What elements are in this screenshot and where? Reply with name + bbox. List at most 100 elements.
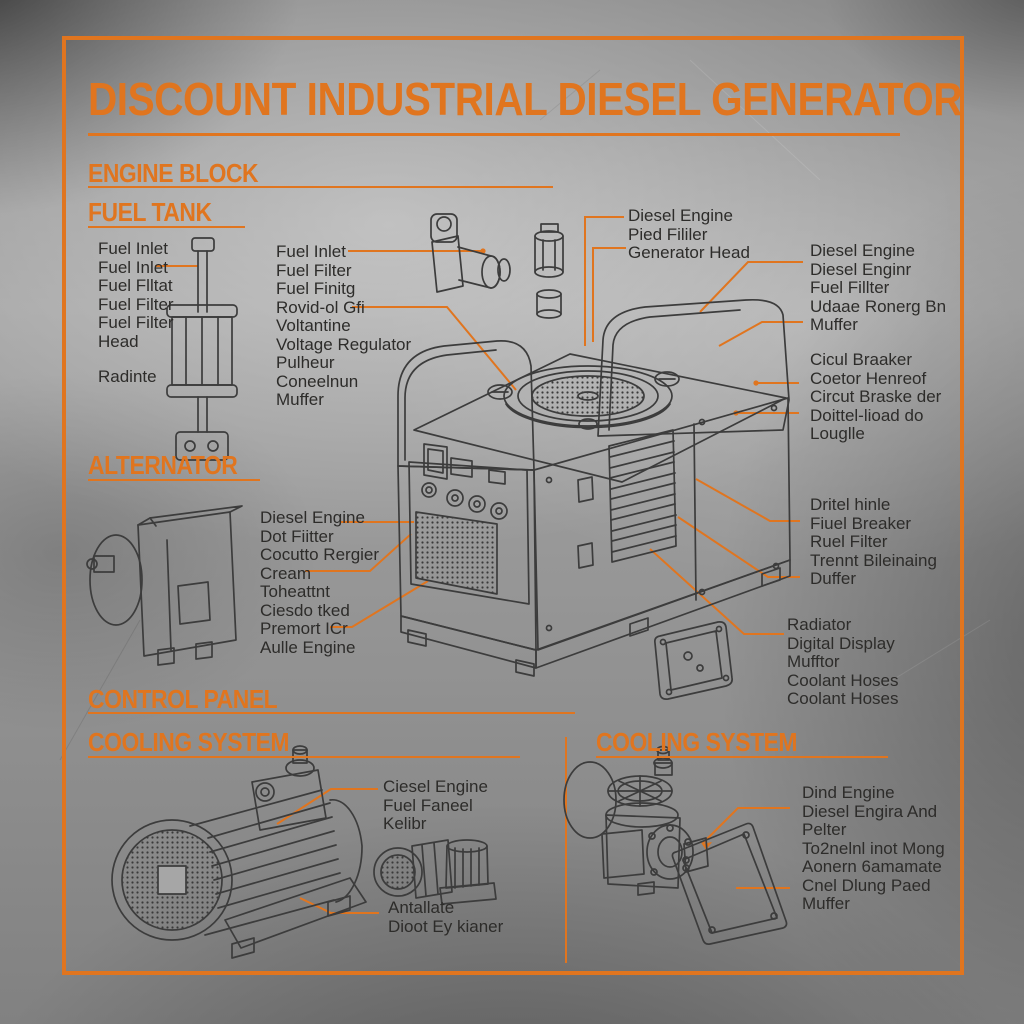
part-label: Fuel Finitg (276, 279, 356, 298)
part-label: Fiuel Breaker (810, 513, 912, 533)
part-label: Muffer (802, 894, 850, 913)
part-label: Fuel Fillter (810, 278, 890, 297)
label-group-right-bottom: Radiator Digital Display Mufftor Coolant… (787, 615, 899, 709)
label-group-right-upper: Diesel Engine Diesel Enginr Fuel Fillter… (810, 241, 947, 335)
label-group-fuel-tank-left: Fuel Inlet Fuel Inlet Fuel Flltat Fuel F… (98, 239, 174, 351)
part-label: Diesel Engira And (802, 801, 938, 821)
part-label: Dot Fiitter (260, 526, 334, 546)
part-label: Coolant Hoses (787, 670, 899, 690)
leader-line (718, 321, 803, 347)
label-group-alternator: Diesel Engine Dot Fiitter Cocutto Rergie… (260, 508, 380, 657)
part-label: Diesel Engine (810, 241, 915, 260)
poster-frame-border (62, 36, 964, 975)
part-label: Fuel Flltat (98, 276, 173, 295)
label-group-cooling-right: Dind Engine Diesel Engira And Pelter To2… (802, 783, 945, 914)
part-label: Diesel Engine (260, 508, 365, 527)
part-label: Dind Engine (802, 783, 895, 802)
poster-title: DISCOUNT INDUSTRIAL DIESEL GENERATOR (88, 72, 1024, 126)
leader-line (701, 807, 790, 845)
part-label: Dritel hinle (810, 495, 891, 514)
part-label: Antallate (388, 898, 455, 917)
label-group-cooling-left-bottom: Antallate Dioot Ey kianer (388, 898, 503, 936)
section-heading-cooling-system-right: COOLING SYSTEM (596, 727, 798, 757)
background-scratches (59, 59, 991, 761)
part-label: Fuel Filter (98, 313, 174, 332)
part-label: Aulle Engine (260, 637, 356, 657)
leader-line (649, 548, 784, 635)
section-heading-alternator: ALTERNATOR (88, 450, 238, 480)
fuel-pump-assembly-drawing (166, 237, 238, 461)
part-label: Generator Head (628, 243, 750, 262)
part-label: Cicul Braaker (810, 350, 913, 369)
part-label: Cocutto Rergier (260, 545, 380, 564)
leader-line (299, 897, 379, 914)
part-label: Head (98, 331, 139, 351)
alternator-drawing (86, 505, 243, 666)
part-label: Premort ICr (260, 619, 348, 638)
part-label: Voltage Regulator (276, 334, 412, 354)
leader-line (592, 247, 626, 342)
leader-line (352, 306, 517, 391)
section-heading-control-panel: CONTROL PANEL (88, 684, 278, 714)
part-label: Digital Display (787, 633, 895, 653)
part-label: Aonern 6amamate (802, 857, 942, 876)
part-label: Toheattnt (260, 582, 330, 601)
part-label: Ciesdo tked (260, 600, 350, 620)
junction-box-drawing (654, 621, 733, 700)
cooling-system-right-underline (596, 756, 888, 758)
label-group-cooling-left-top: Ciesel Engine Fuel Faneel Kelibr (383, 777, 488, 834)
part-label: Duffer (810, 569, 856, 588)
part-label: Fuel Filter (98, 294, 174, 314)
leader-line (699, 261, 803, 313)
part-label: Fuel Inlet (276, 242, 346, 261)
part-label: Radiator (787, 615, 852, 634)
part-label: Fuel Filter (276, 260, 352, 280)
part-label: Coetor Henreof (810, 368, 927, 388)
part-label: Fuel Faneel (383, 795, 473, 815)
leader-line (305, 533, 412, 572)
part-label: Trennt Bileinaing (810, 550, 937, 570)
part-label: Fuel Inlet (98, 239, 168, 258)
part-label: To2nelnl inot Mong (802, 838, 945, 858)
electric-motor-drawing (111, 745, 367, 959)
part-label-radinte: Radinte (98, 367, 157, 386)
leader-line (584, 216, 624, 346)
part-label: Diesel Enginr (810, 259, 912, 279)
part-label: Cream (260, 563, 312, 583)
part-label: Pelter (802, 820, 847, 839)
part-label: Circut Braske der (810, 387, 942, 406)
poster-title-text: DISCOUNT INDUSTRIAL DIESEL GENERATOR (88, 73, 963, 125)
fuel-fitting-drawing (430, 213, 511, 293)
fuel-tank-underline (88, 226, 245, 228)
part-label: Doittel-lioad do (810, 405, 924, 425)
part-label: Muffer (276, 390, 324, 409)
part-label: Rovid-ol Gfi (276, 297, 365, 317)
twin-motor-drawing (373, 839, 497, 905)
section-heading-engine-block: ENGINE BLOCK (88, 158, 259, 188)
alternator-underline (88, 479, 260, 481)
part-label: Ruel Filter (810, 532, 888, 551)
cooling-pump-drawing (563, 745, 788, 946)
title-underline (88, 133, 900, 136)
part-label: Mufftor (787, 652, 840, 671)
part-label: Voltantine (276, 316, 351, 335)
label-group-right-lower: Dritel hinle Fiuel Breaker Ruel Filter T… (810, 495, 937, 589)
leader-line (330, 580, 429, 628)
part-label: Udaae Ronerg Bn (810, 296, 947, 316)
section-heading-fuel-tank: FUEL TANK (88, 197, 212, 227)
part-label: Cnel Dlung Paed (802, 875, 931, 895)
section-heading-cooling-system-left: COOLING SYSTEM (88, 727, 290, 757)
part-label: Diesel Engine (628, 206, 733, 225)
part-label: Kelibr (383, 814, 427, 833)
control-panel-underline (88, 712, 575, 714)
part-label: Pulheur (276, 353, 335, 372)
label-group-right-mid: Cicul Braaker Coetor Henreof Circut Bras… (810, 350, 942, 444)
leader-lines (155, 216, 803, 963)
sight-glass-drawing (534, 223, 564, 319)
part-label: Muffer (810, 315, 858, 334)
part-label: Coneelnun (276, 371, 359, 391)
label-group-engine-top: Diesel Engine Pied Fililer Generator Hea… (628, 206, 750, 263)
part-label: Ciesel Engine (383, 777, 488, 796)
